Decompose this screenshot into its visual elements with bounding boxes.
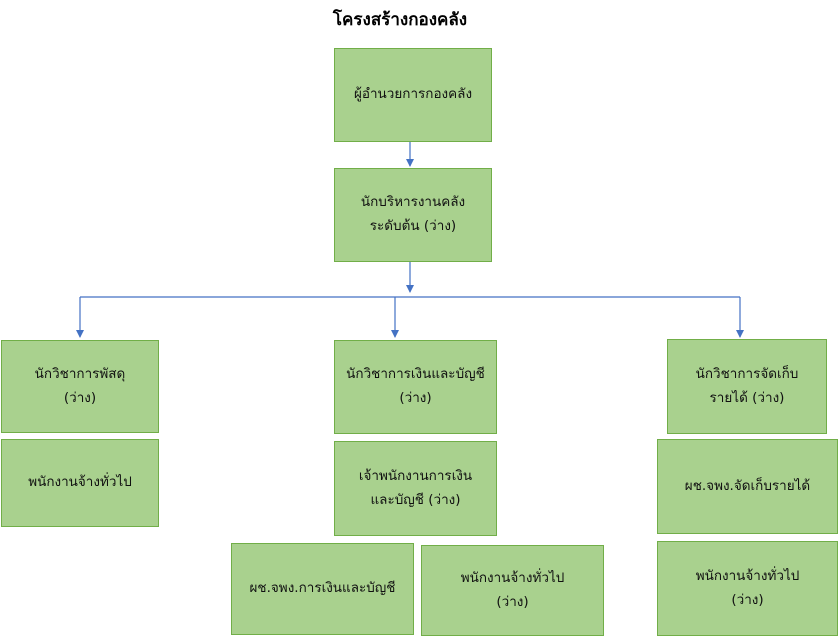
node-finance-general: พนักงานจ้างทั่วไป (ว่าง) bbox=[421, 545, 604, 636]
node-supplies-general-line-1: พนักงานจ้างทั่วไป bbox=[28, 474, 132, 491]
node-revenue-general-line-2: (ว่าง) bbox=[731, 591, 764, 608]
node-revenue-general-line-1: พนักงานจ้างทั่วไป bbox=[695, 567, 800, 584]
node-finance-exec: นักบริหารงานคลัง ระดับต้น (ว่าง) bbox=[334, 168, 492, 262]
node-revenue-line-1: นักวิชาการจัดเก็บ bbox=[695, 365, 799, 382]
node-finance-exec-line-2: ระดับต้น (ว่าง) bbox=[369, 218, 457, 234]
node-finance-accounting-line-1: นักวิชาการเงินและบัญชี bbox=[346, 366, 485, 383]
node-supplies-line-2: (ว่าง) bbox=[63, 389, 97, 406]
node-finance-exec-line-1: นักบริหารงานคลัง bbox=[360, 194, 466, 211]
node-revenue-assistant: ผช.จพง.จัดเก็บรายได้ bbox=[657, 439, 838, 534]
node-director-line-1: ผู้อำนวยการกองคลัง bbox=[353, 86, 473, 103]
node-finance-officer: เจ้าพนักงานการเงิน และบัญชี (ว่าง) bbox=[334, 441, 497, 536]
node-revenue: นักวิชาการจัดเก็บ รายได้ (ว่าง) bbox=[667, 339, 827, 434]
node-supplies-line-1: นักวิชาการพัสดุ bbox=[34, 365, 126, 382]
node-revenue-general: พนักงานจ้างทั่วไป (ว่าง) bbox=[657, 541, 838, 636]
node-finance-general-line-2: (ว่าง) bbox=[496, 593, 529, 610]
node-finance-officer-line-2: และบัญชี (ว่าง) bbox=[370, 491, 461, 508]
node-director: ผู้อำนวยการกองคลัง bbox=[334, 48, 492, 142]
chart-title: โครงสร้างกองคลัง bbox=[332, 10, 468, 30]
node-finance-accounting-line-2: (ว่าง) bbox=[399, 390, 432, 406]
node-finance-assistant: ผช.จพง.การเงินและบัญชี bbox=[231, 543, 414, 635]
node-finance-officer-line-1: เจ้าพนักงานการเงิน bbox=[358, 467, 473, 484]
node-supplies-general: พนักงานจ้างทั่วไป bbox=[1, 439, 159, 527]
node-revenue-line-2: รายได้ (ว่าง) bbox=[709, 389, 785, 406]
node-finance-assistant-line-1: ผช.จพง.การเงินและบัญชี bbox=[249, 580, 396, 597]
node-supplies: นักวิชาการพัสดุ (ว่าง) bbox=[1, 340, 159, 433]
node-finance-accounting: นักวิชาการเงินและบัญชี (ว่าง) bbox=[334, 340, 497, 434]
node-revenue-assistant-line-1: ผช.จพง.จัดเก็บรายได้ bbox=[684, 477, 811, 494]
node-finance-general-line-1: พนักงานจ้างทั่วไป bbox=[460, 569, 565, 586]
